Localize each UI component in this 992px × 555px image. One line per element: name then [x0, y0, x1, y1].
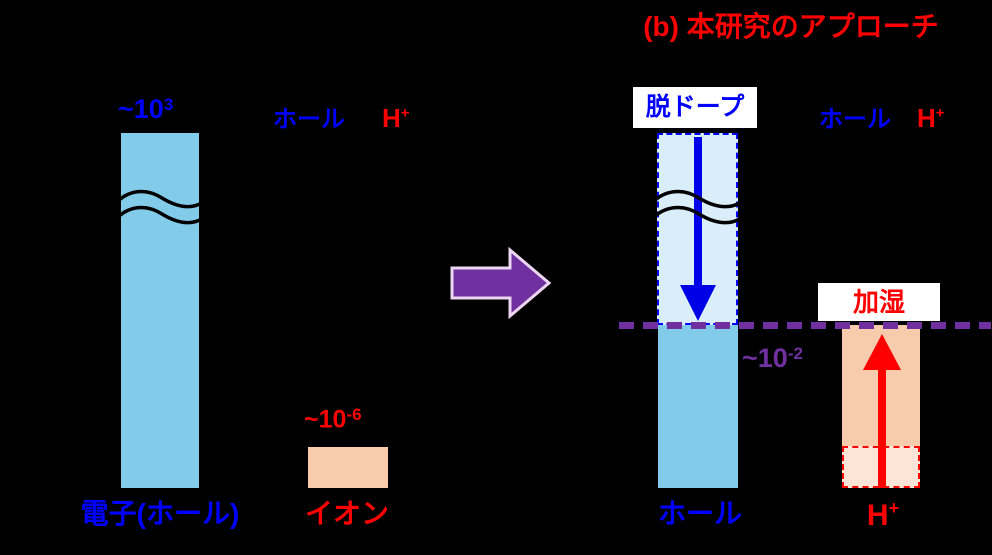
electron-value-exponent: 3 [163, 95, 174, 114]
proton-label-base: H [866, 499, 889, 532]
dedope-note-box: 脱ドープ [633, 87, 757, 128]
electron-bar-label: 電子(ホール) [80, 498, 240, 529]
humidify-up-arrow-icon [862, 334, 902, 488]
axis-break-left-icon [112, 184, 210, 232]
legend-proton-right-base: H [917, 103, 936, 133]
axis-break-right-icon [648, 184, 748, 232]
electron-value-base: ~10 [118, 94, 164, 124]
legend-proton-left-sup: + [400, 104, 410, 122]
threshold-dashed-line [619, 322, 991, 329]
panel-b-title: (b) 本研究のアプローチ [643, 11, 939, 42]
proton-label-sup: + [888, 498, 900, 518]
legend-hole-right: ホール [819, 106, 891, 133]
converged-conductivity-value: ~10-2 [742, 343, 803, 372]
transform-right-arrow-icon [448, 244, 554, 322]
legend-proton-right: H+ [917, 105, 945, 131]
hole-bar-label: ホール [657, 498, 742, 529]
legend-proton-left-base: H [382, 103, 401, 133]
ion-conductivity-bar [308, 447, 388, 488]
legend-proton-right-sup: + [935, 104, 945, 122]
legend-proton-left: H+ [382, 105, 410, 131]
proton-bar-label: H+ [845, 499, 921, 531]
electron-conductivity-value: ~103 [118, 94, 173, 123]
converged-value-exponent: -2 [787, 344, 803, 363]
ion-value-exponent: -6 [346, 405, 362, 424]
ion-value-base: ~10 [304, 405, 347, 434]
hole-bar-converged [658, 325, 738, 488]
legend-hole-left: ホール [273, 106, 345, 133]
humidify-note-box: 加湿 [818, 283, 940, 321]
ion-bar-label: イオン [304, 498, 389, 529]
ion-conductivity-value: ~10-6 [304, 404, 362, 432]
converged-value-base: ~10 [742, 343, 788, 373]
